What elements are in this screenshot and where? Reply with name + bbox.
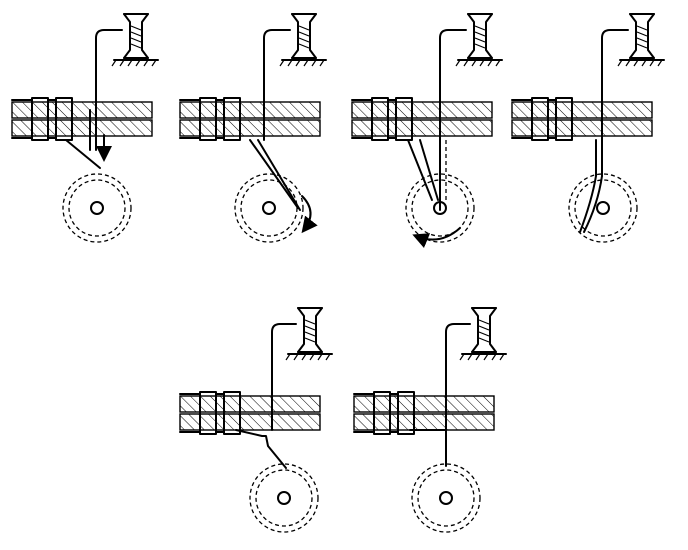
stage-4 xyxy=(511,13,665,243)
rotating-hook-icon xyxy=(62,173,132,243)
rotating-hook-icon xyxy=(411,463,481,533)
rotating-hook-icon xyxy=(234,173,304,243)
stage-6 xyxy=(353,307,507,533)
stage-1 xyxy=(11,13,159,243)
rotating-hook-icon xyxy=(568,173,638,243)
fabric-layer xyxy=(179,97,321,141)
stage-5 xyxy=(179,307,333,533)
needle-thread xyxy=(271,323,297,431)
fabric-layer xyxy=(11,97,153,141)
needle-thread xyxy=(263,29,291,141)
clockwise-arrow-icon xyxy=(301,195,318,234)
thread-spool-icon xyxy=(617,13,665,67)
thread-spool-icon xyxy=(285,307,333,361)
rotating-hook-icon xyxy=(249,463,319,533)
fabric-layer xyxy=(351,97,493,141)
needle-thread xyxy=(601,29,629,177)
stage-2 xyxy=(179,13,327,243)
thread-spool-icon xyxy=(111,13,159,67)
fabric-layer xyxy=(179,391,321,435)
needle-thread xyxy=(445,323,471,467)
fabric-layer xyxy=(511,97,653,141)
stage-3 xyxy=(351,13,503,248)
thread-spool-icon xyxy=(279,13,327,67)
counter-clockwise-arrow-icon xyxy=(412,227,461,248)
thread-spool-icon xyxy=(455,13,503,67)
needle-thread xyxy=(439,29,467,211)
needle-thread xyxy=(95,29,123,151)
thread-spool-icon xyxy=(459,307,507,361)
fabric-layer xyxy=(353,391,495,435)
